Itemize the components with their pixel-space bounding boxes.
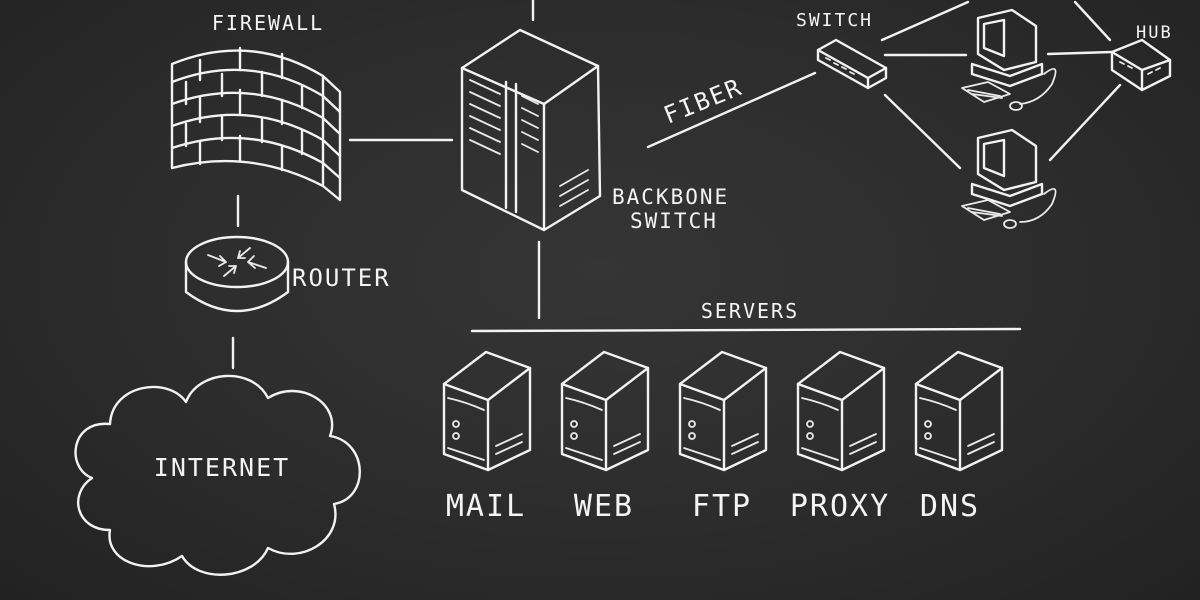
backbone-label-line2: SWITCH xyxy=(630,209,718,233)
servers-label: SERVERS xyxy=(701,299,799,323)
link-hub-pc2 xyxy=(1048,83,1122,162)
workstation-1-icon xyxy=(961,8,1057,111)
firewall-label: FIREWALL xyxy=(212,11,324,35)
link-hub-top xyxy=(1073,0,1112,42)
workstation-2-icon xyxy=(961,128,1057,229)
server-web-icon xyxy=(560,350,650,472)
server-name-proxy: PROXY xyxy=(790,489,890,524)
server-proxy-icon xyxy=(796,350,886,472)
switch-label: SWITCH xyxy=(796,10,873,31)
backbone-switch-icon xyxy=(460,28,602,232)
server-dns-icon xyxy=(914,350,1004,472)
firewall-icon xyxy=(170,46,342,202)
switch-icon xyxy=(816,38,888,90)
server-mail-icon xyxy=(442,350,532,472)
internet-cloud-icon xyxy=(74,374,361,576)
server-ftp-icon xyxy=(678,350,768,472)
backbone-label-line1: BACKBONE xyxy=(612,185,729,209)
internet-label: INTERNET xyxy=(154,453,290,482)
router-label: ROUTER xyxy=(292,264,391,292)
hub-icon xyxy=(1110,38,1172,92)
fiber-link xyxy=(646,71,817,149)
server-name-web: WEB xyxy=(574,489,634,524)
fiber-label: FIBER xyxy=(660,73,747,130)
link-switch-top xyxy=(880,0,970,42)
router-icon xyxy=(184,235,290,313)
connection-lines xyxy=(231,0,1122,370)
link-switch-pc2 xyxy=(883,93,962,170)
hub-label: HUB xyxy=(1136,23,1173,43)
server-name-dns: DNS xyxy=(920,489,980,524)
server-name-ftp: FTP xyxy=(692,489,752,524)
link-pc1-hub xyxy=(1046,50,1114,56)
servers-bus-line xyxy=(470,327,1022,333)
server-name-mail: MAIL xyxy=(446,489,526,524)
